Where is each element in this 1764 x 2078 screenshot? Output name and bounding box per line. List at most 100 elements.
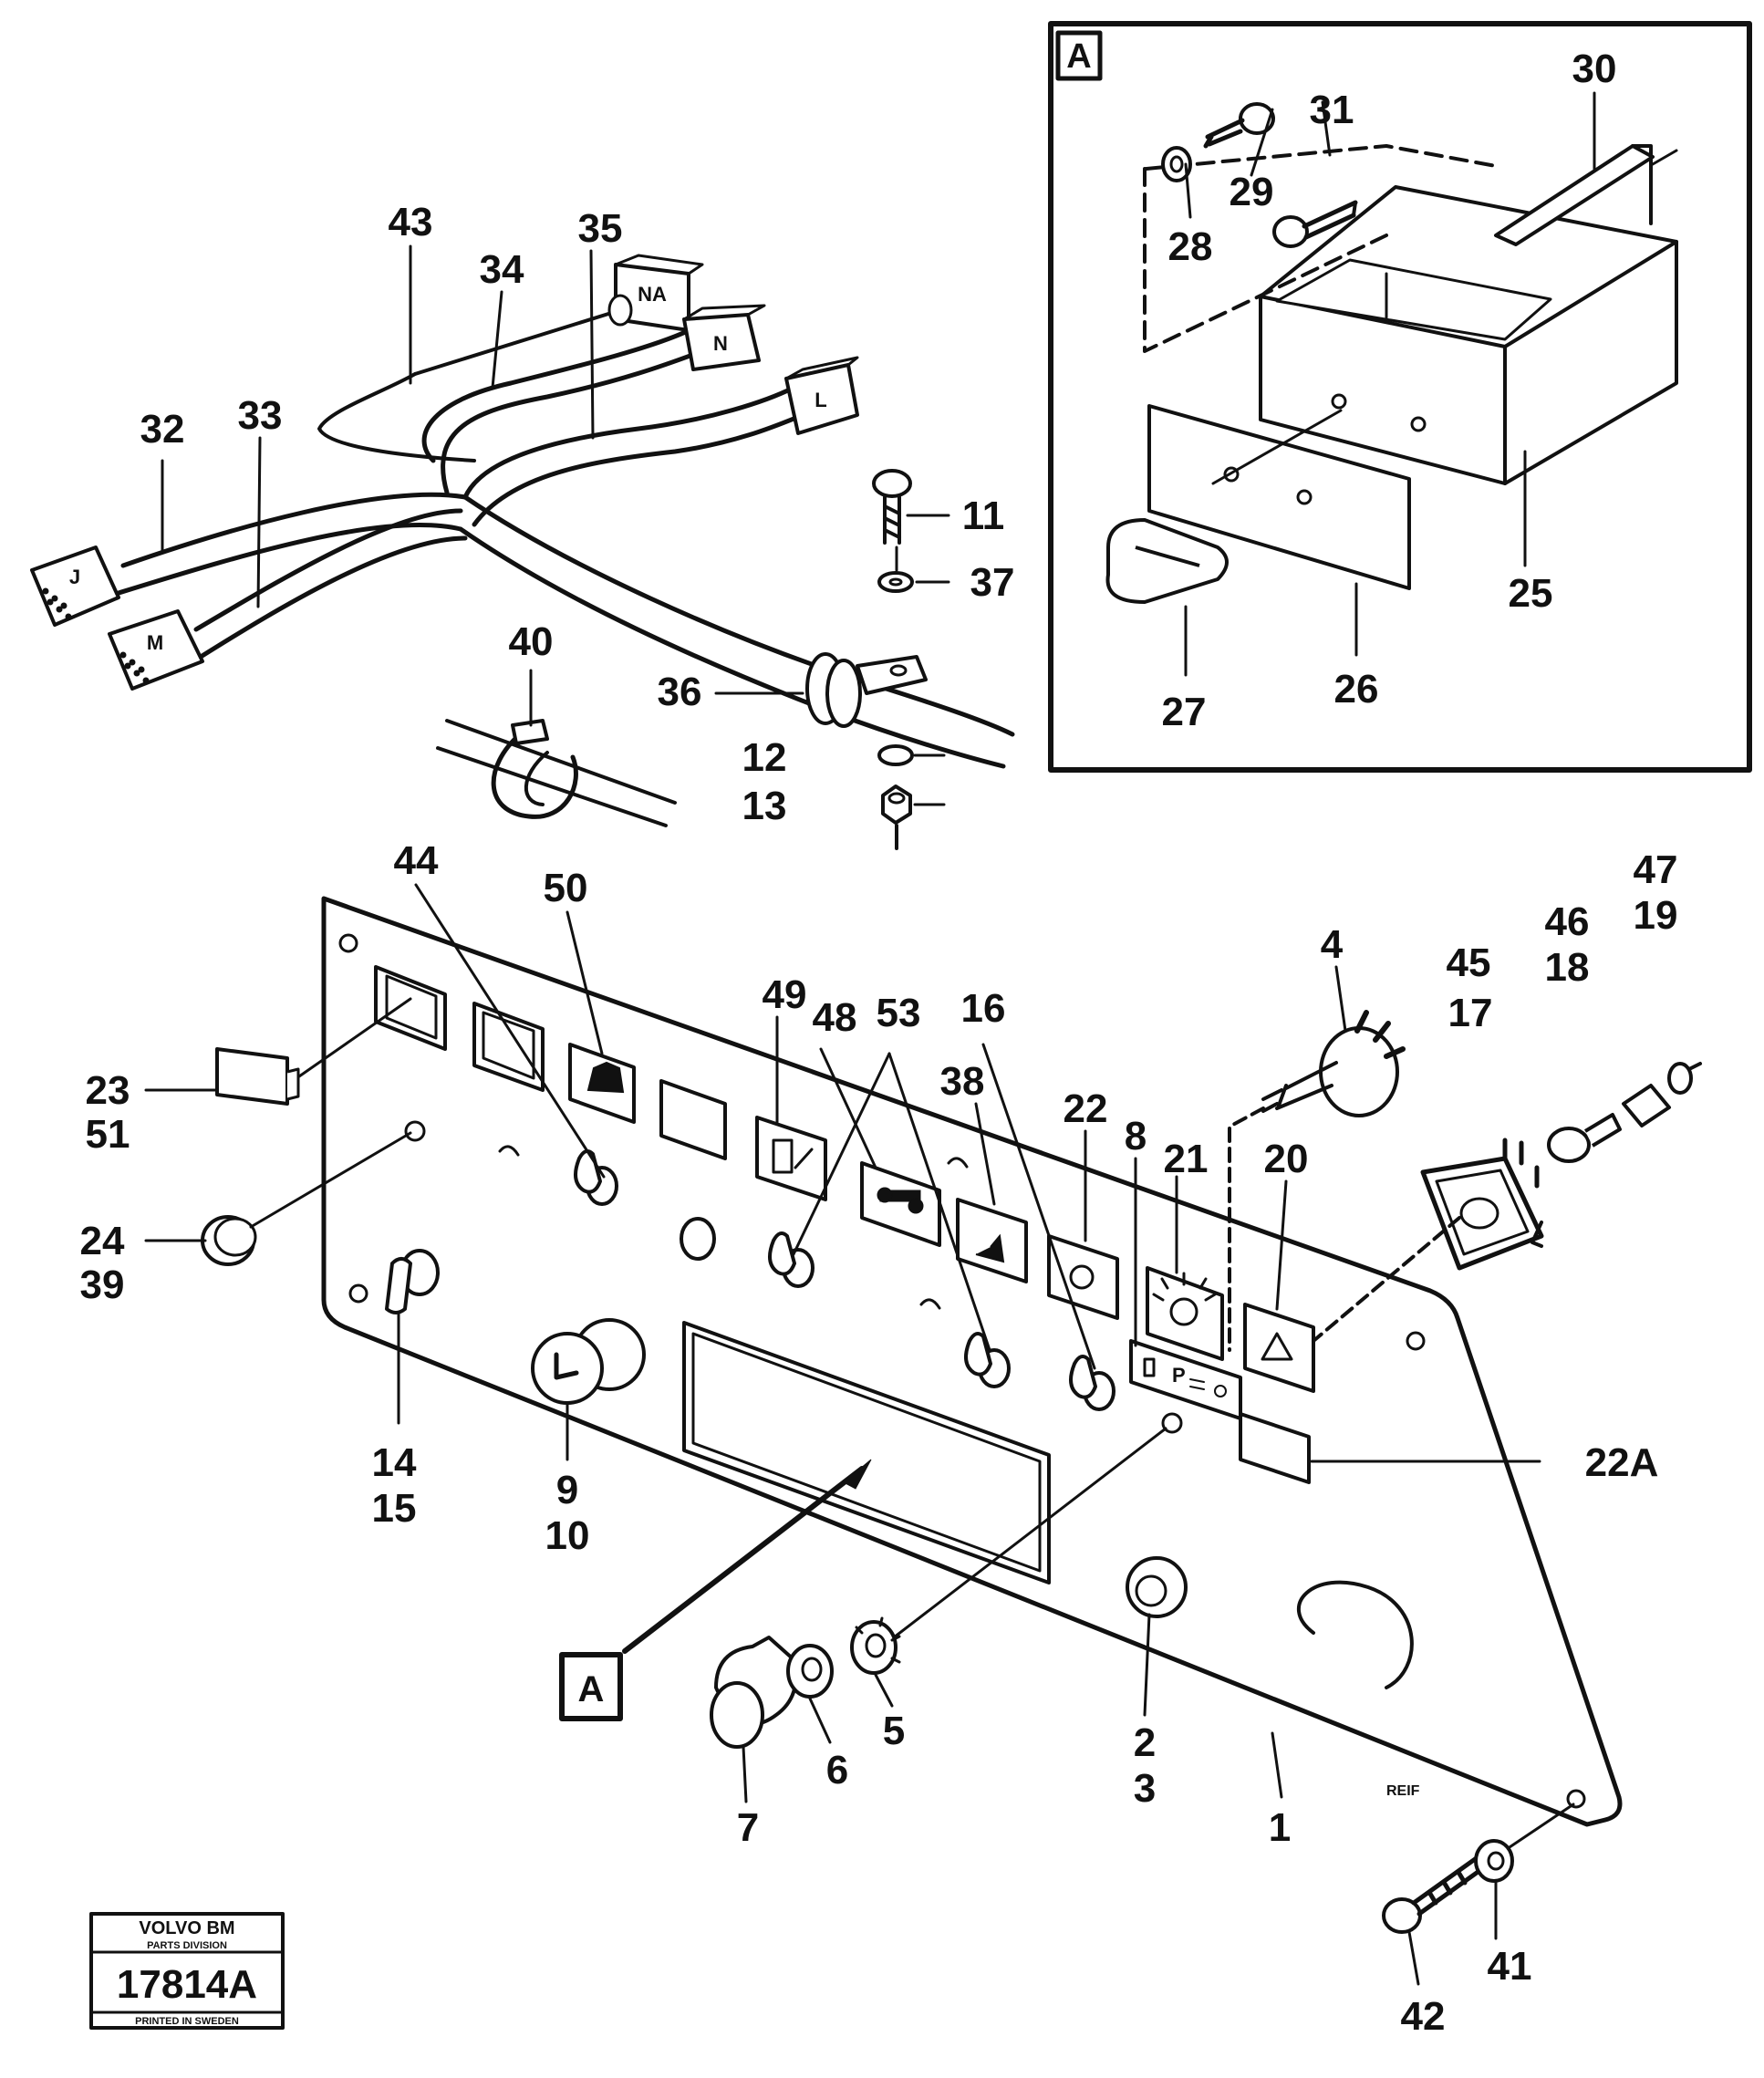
inset-label: A (1066, 37, 1091, 76)
callout-46: 46 (1545, 899, 1590, 944)
callout-12: 12 (742, 735, 787, 780)
switch-blank (659, 1079, 727, 1160)
callout-29: 29 (1230, 170, 1274, 214)
connector-n: N (682, 304, 766, 371)
callout-47: 47 (1634, 847, 1678, 892)
callout-24: 24 (80, 1219, 125, 1263)
callout-22a: 22A (1585, 1440, 1659, 1485)
cover-dashed-edge-2 (1143, 167, 1388, 353)
connector-j: J (30, 545, 120, 627)
svg-text:NA: NA (638, 283, 667, 306)
stamp-drawing-number: 17814A (117, 1962, 257, 2007)
callout-3: 3 (1134, 1766, 1156, 1811)
wiring-harness: NA N L J M (30, 254, 1015, 769)
part-19-socket (1622, 1062, 1702, 1127)
part-31-screw (1272, 200, 1358, 248)
part-40-cable-tie (436, 719, 677, 827)
connector-m: M (108, 609, 204, 691)
part-36-clamp (805, 652, 928, 728)
wire-33 (193, 508, 468, 660)
callout-20: 20 (1264, 1137, 1309, 1181)
part-13-nut (881, 784, 912, 850)
part-4-ignition-switch (1228, 1010, 1406, 1352)
instrument-panel: P (321, 896, 1623, 1827)
callout-43: 43 (389, 200, 433, 244)
wire-43 (317, 372, 476, 462)
callout-32: 32 (140, 407, 185, 452)
callout-53: 53 (877, 991, 921, 1035)
part-41-washer (1474, 1839, 1514, 1883)
switch-38 (956, 1198, 1028, 1283)
view-marker-a: A (559, 1459, 872, 1721)
svg-text:N: N (713, 332, 728, 355)
callout-44: 44 (394, 838, 439, 883)
callout-9: 9 (556, 1468, 578, 1512)
cover-dashed-edge (1145, 144, 1498, 171)
svg-text:P: P (1172, 1364, 1186, 1387)
callout-22: 22 (1064, 1086, 1108, 1131)
wire-34 (421, 326, 705, 495)
svg-text:J: J (69, 566, 80, 588)
wire-35 (462, 385, 805, 527)
callout-40: 40 (509, 619, 554, 664)
stamp-brand: VOLVO BM (139, 1918, 234, 1938)
part-7-knob (710, 1636, 798, 1749)
callout-6: 6 (826, 1748, 848, 1792)
part-26-front-plate (1147, 404, 1411, 590)
lever-16 (1069, 1354, 1115, 1411)
callout-51: 51 (86, 1112, 130, 1157)
part-23-cover (215, 1047, 289, 1106)
callout-36: 36 (658, 670, 702, 714)
callout-2: 2 (1134, 1720, 1156, 1765)
callout-33: 33 (238, 393, 283, 438)
callout-30: 30 (1572, 47, 1617, 91)
connector-l: L (784, 356, 859, 435)
callout-31: 31 (1310, 88, 1354, 132)
part-5-lock-washer (850, 1616, 901, 1675)
callout-1: 1 (1269, 1805, 1291, 1850)
lever-53a (768, 1231, 815, 1288)
callout-25: 25 (1509, 571, 1553, 616)
switch-22a-blank (1239, 1412, 1311, 1484)
callout-15: 15 (372, 1486, 417, 1531)
inset-leaders (1184, 91, 1596, 677)
callout-13: 13 (742, 784, 787, 828)
callout-18: 18 (1545, 945, 1590, 990)
callout-16: 16 (961, 986, 1006, 1031)
svg-text:M: M (147, 631, 163, 654)
part-18-bulb (1547, 1113, 1622, 1163)
callout-19: 19 (1634, 893, 1678, 938)
callout-50: 50 (544, 866, 588, 910)
callout-14: 14 (372, 1440, 417, 1485)
callout-10: 10 (545, 1513, 590, 1558)
callout-34: 34 (480, 247, 524, 292)
svg-text:L: L (815, 389, 826, 411)
panel-marking: REIF (1386, 1783, 1420, 1799)
wire-32 (116, 492, 468, 596)
part-24-plug (201, 1131, 412, 1266)
volvo-bm-stamp: VOLVO BM PARTS DIVISION 17814A PRINTED I… (89, 1912, 285, 2030)
inset-label-box (1055, 30, 1103, 81)
part-42-screw (1382, 1855, 1486, 1934)
stamp-printed: PRINTED IN SWEDEN (135, 2016, 239, 2027)
callout-23: 23 (86, 1068, 130, 1113)
callout-41: 41 (1488, 1944, 1532, 1989)
callout-42: 42 (1401, 1994, 1446, 2039)
switch-50-beacon (568, 1043, 636, 1124)
switch-48 (860, 1161, 941, 1247)
callout-labels: 30 31 29 28 25 26 27 43 34 35 32 33 11 3… (80, 47, 1678, 2039)
inset-frame (1048, 21, 1752, 773)
callout-37: 37 (970, 560, 1015, 605)
connector-na: NA (607, 254, 704, 332)
lever-14 (385, 1249, 440, 1314)
callout-35: 35 (578, 206, 623, 251)
indicator-lens (680, 1217, 716, 1261)
switch-21-lights (1146, 1266, 1224, 1361)
part-29-screw (1203, 102, 1275, 149)
stamp-division: PARTS DIVISION (147, 1940, 227, 1951)
gauge-opening (1296, 1580, 1414, 1689)
part-27-handle (1105, 518, 1229, 604)
callout-27: 27 (1162, 690, 1207, 734)
inset-view-a: A (1048, 21, 1752, 773)
